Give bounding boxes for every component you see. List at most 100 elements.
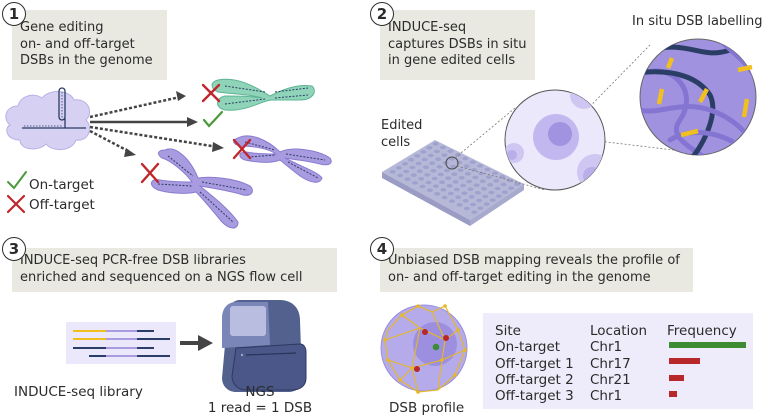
well [443, 168, 450, 173]
edited-cells-label-line: Edited [381, 118, 423, 133]
table-header-location: Location [590, 323, 648, 339]
well [416, 169, 423, 173]
off-target-dot [443, 335, 449, 341]
well [447, 149, 454, 153]
well [471, 168, 478, 172]
well [474, 191, 481, 195]
well [466, 179, 473, 184]
well [493, 179, 500, 183]
library-reads-icon [66, 322, 176, 364]
table-header-site: Site [495, 323, 521, 339]
well [449, 199, 456, 203]
panel-1-caption: Gene editing on- and off-target DSBs in … [12, 10, 167, 80]
targeting-arrows [89, 91, 224, 157]
ngs-label-title: NGS [245, 384, 275, 400]
well [458, 176, 465, 180]
panel-2-caption: INDUCE-seq captures DSBs in situ in gene… [380, 10, 535, 80]
panel-2-number-badge: 2 [370, 2, 394, 26]
well [446, 184, 453, 188]
table-cell-site: Off-target 1 [495, 355, 574, 372]
well [501, 190, 508, 194]
well [463, 206, 470, 211]
frequency-bar [669, 342, 746, 348]
well [429, 161, 436, 165]
well [421, 157, 428, 162]
well [487, 183, 494, 187]
table-cell-site: Off-target 2 [495, 371, 574, 388]
well [508, 186, 515, 190]
ngs-label: NGS 1 read = 1 DSB [208, 384, 312, 416]
well [476, 198, 483, 203]
panel-3-number-badge: 3 [2, 237, 26, 261]
well [415, 161, 422, 166]
well [440, 188, 447, 192]
well [435, 157, 442, 161]
well [462, 156, 469, 161]
well [431, 176, 438, 181]
on-target-dot [432, 343, 440, 351]
off-target-chromosome-bottom [151, 148, 253, 229]
frequency-bar [669, 390, 677, 397]
well [482, 194, 489, 199]
table-cell-location: Chr1 [590, 339, 623, 356]
well [433, 149, 440, 154]
well [481, 187, 488, 191]
well [439, 180, 446, 184]
dsb-profile-label: DSB profile [389, 400, 465, 416]
well [477, 164, 484, 168]
well [491, 171, 498, 175]
off-target-dot [422, 329, 428, 335]
table-cell-location: Chr1 [590, 388, 623, 405]
well [414, 154, 421, 158]
well [432, 142, 439, 146]
panel-4-caption-line: on- and off-target editing in the genome [388, 269, 651, 285]
table-cell-location: Chr21 [590, 371, 631, 388]
well [471, 210, 478, 214]
cross-icon [140, 162, 160, 184]
on-target-chromosome [211, 78, 315, 111]
panel-4-caption-line: Unbiased DSB mapping reveals the profile… [388, 253, 680, 268]
legend-check-icon [7, 171, 27, 190]
dsb-frequency-table: Site On-target Off-target 1 Off-target 2… [483, 313, 753, 409]
well [389, 170, 396, 174]
well [468, 195, 475, 199]
well [467, 187, 474, 191]
panel-3-caption-line: enriched and sequenced on a NGS flow cel… [20, 269, 303, 285]
well [484, 167, 491, 172]
panel-3-caption: INDUCE-seq PCR-free DSB libraries enrich… [12, 248, 337, 292]
well [495, 194, 502, 198]
table-column-location: Location Chr1 Chr17 Chr21 Chr1 [590, 323, 647, 404]
in-situ-zoom-circle [639, 38, 757, 156]
well [500, 182, 507, 187]
well [395, 166, 402, 170]
wells [389, 142, 521, 214]
well [426, 146, 433, 150]
table-cell-site: Off-target 3 [495, 388, 574, 405]
well [472, 175, 479, 180]
well [489, 198, 496, 202]
nuclease-cloud-icon [5, 87, 91, 150]
well [397, 173, 404, 178]
well [478, 171, 485, 176]
well [483, 202, 490, 206]
table-column-site: Site On-target Off-target 1 Off-target 2… [495, 323, 574, 404]
well [404, 177, 411, 181]
well [436, 165, 443, 169]
edited-cells-label-line: cells [381, 135, 411, 150]
well-plate-icon [382, 140, 524, 226]
well [479, 179, 486, 183]
well [402, 162, 409, 166]
edited-cells-label: Edited cells [381, 117, 422, 151]
panel-1-caption-line: DSBs in the genome [20, 53, 153, 68]
well [477, 206, 484, 210]
well [461, 191, 468, 195]
library-label: INDUCE-seq library [14, 384, 143, 400]
panel-2-caption-line: INDUCE-seq [388, 20, 467, 35]
well [408, 158, 415, 162]
well [488, 190, 495, 195]
table-header-frequency: Frequency [667, 323, 737, 339]
well [412, 181, 419, 185]
well [455, 195, 462, 199]
well [437, 172, 444, 177]
